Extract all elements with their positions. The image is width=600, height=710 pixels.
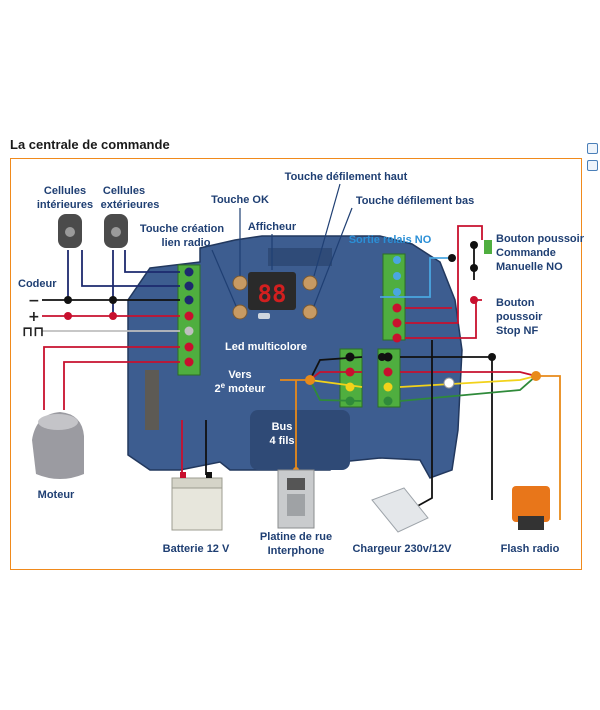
label-codeur: Codeur xyxy=(18,278,57,290)
terminal-block-right xyxy=(382,253,406,343)
label-touche-creation-1: Touche création xyxy=(140,223,224,235)
label-bouton-commande-1: Bouton poussoir xyxy=(496,233,585,245)
label-bouton-commande-3: Manuelle NO xyxy=(496,261,563,273)
label-bus-2: 4 fils xyxy=(269,435,294,447)
label-cellules-interieures-2: intérieures xyxy=(37,199,93,211)
control-board xyxy=(127,235,463,479)
charger-icon xyxy=(371,487,429,533)
label-bouton-stop-1: Bouton xyxy=(496,297,535,309)
label-bouton-stop-3: Stop NF xyxy=(496,325,538,337)
page-title: La centrale de commande xyxy=(10,137,170,152)
label-moteur: Moteur xyxy=(38,489,75,501)
pulse-symbol: ⊓⊓ xyxy=(22,324,44,340)
cellule-interieure-icon xyxy=(58,214,82,248)
display-digits: 88 xyxy=(258,280,287,308)
label-sortie-relais: Sortie relais NO xyxy=(349,234,432,246)
label-touche-ok: Touche OK xyxy=(211,194,269,206)
label-touche-creation-2: lien radio xyxy=(162,237,211,249)
wires xyxy=(42,225,561,520)
minus-symbol: − xyxy=(28,293,40,309)
label-bouton-stop-2: poussoir xyxy=(496,311,543,323)
bus-terminals xyxy=(339,348,401,408)
led-indicator xyxy=(258,313,270,319)
label-chargeur: Chargeur 230v/12V xyxy=(352,543,452,555)
label-led: Led multicolore xyxy=(225,341,307,353)
label-touche-haut: Touche défilement haut xyxy=(285,171,408,183)
display-panel: 88 xyxy=(248,272,296,310)
ok-button[interactable] xyxy=(232,275,248,291)
cellule-exterieure-icon xyxy=(104,214,128,248)
label-cellules-exterieures-1: Cellules xyxy=(103,185,145,197)
diagram-frame xyxy=(10,158,582,570)
label-bus-1: Bus xyxy=(272,421,293,433)
plus-symbol: + xyxy=(28,309,40,325)
label-cellules-exterieures-2: extérieures xyxy=(101,199,160,211)
scroll-down-button[interactable] xyxy=(302,304,318,320)
label-vers: Vers xyxy=(228,369,251,381)
pointer-lines xyxy=(211,183,353,307)
label-flash: Flash radio xyxy=(501,543,560,555)
label-vers-moteur: 2e moteur xyxy=(215,381,267,395)
motor-icon xyxy=(32,412,84,479)
intercom-icon xyxy=(277,469,315,529)
label-touche-bas: Touche défilement bas xyxy=(356,195,474,207)
label-batterie: Batterie 12 V xyxy=(163,543,230,555)
window-icon[interactable] xyxy=(587,143,598,154)
window-icon[interactable] xyxy=(587,160,598,171)
label-platine-1: Platine de rue xyxy=(260,531,332,543)
label-bouton-commande-2: Commande xyxy=(496,247,556,259)
flash-radio-icon xyxy=(512,486,550,530)
battery-icon xyxy=(171,472,223,531)
scroll-up-button[interactable] xyxy=(302,275,318,291)
label-cellules-interieures-1: Cellules xyxy=(44,185,86,197)
radio-link-button[interactable] xyxy=(232,304,248,320)
label-platine-2: Interphone xyxy=(268,545,325,557)
label-afficheur: Afficheur xyxy=(248,221,297,233)
junctions xyxy=(64,240,541,473)
terminal-block-left xyxy=(177,264,201,376)
